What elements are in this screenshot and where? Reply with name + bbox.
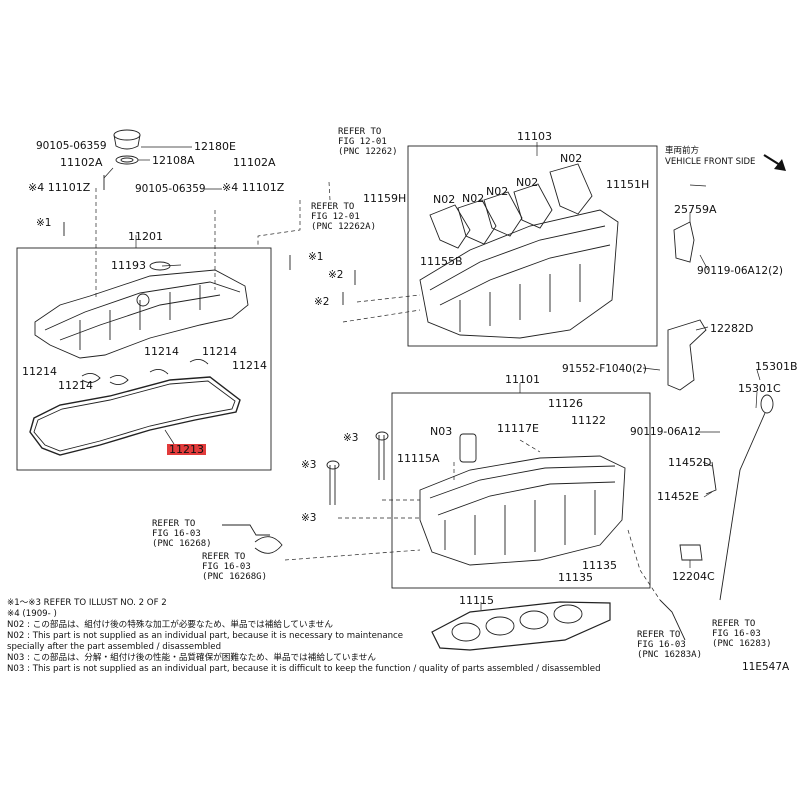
label-n02-d: N02 xyxy=(462,192,485,205)
part-label-11102a-right: 11102A xyxy=(233,156,276,169)
cylinder-head-gasket xyxy=(431,601,611,651)
note-line-2: ※4 (1909- ) xyxy=(7,609,57,619)
oil-filler-cap xyxy=(113,129,141,165)
label-n03: N03 xyxy=(430,425,453,438)
cover-gasket-inner xyxy=(33,380,236,452)
part-label-25759a: 25759A xyxy=(674,203,717,216)
part-label-15301b: 15301B xyxy=(755,360,798,373)
part-label-91552-f1040-2: 91552-F1040(2) xyxy=(562,363,647,375)
part-label-11135: 11135 xyxy=(558,571,593,584)
part-label-11159h: 11159H xyxy=(363,192,407,205)
label-n02-b: N02 xyxy=(516,176,539,189)
marker-x3-b: ※3 xyxy=(301,459,317,471)
label-n02-e: N02 xyxy=(433,193,456,206)
part-label-11214-c: 11214 xyxy=(232,359,267,372)
part-label-12204c: 12204C xyxy=(672,570,715,583)
part-label-11101z-left: ※4 11101Z xyxy=(28,181,91,194)
refer-fig-16-03-pnc-16283: REFER TO FIG 16-03 (PNC 16283) xyxy=(712,619,772,649)
refer-fig-16-03-pnc-16283a: REFER TO FIG 16-03 (PNC 16283A) xyxy=(637,630,703,660)
refer-fig-16-03-pnc-16268: REFER TO FIG 16-03 (PNC 16268) xyxy=(152,519,212,549)
part-label-11102a-left: 11102A xyxy=(60,156,103,169)
note-line-4: N02 : This part is not supplied as an in… xyxy=(7,631,404,641)
part-label-11213-highlighted[interactable]: 11213 xyxy=(167,443,206,456)
front-side-label-jp: 車両前方 xyxy=(665,146,700,156)
part-label-11214-d: 11214 xyxy=(22,365,57,378)
part-label-12180e: 12180E xyxy=(194,140,236,153)
note-line-7: N03 : This part is not supplied as an in… xyxy=(7,664,601,674)
pipe-fitting-16268 xyxy=(222,524,270,536)
part-label-90105-06359-a: 90105-06359 xyxy=(36,140,107,152)
gasket-16268g xyxy=(254,536,283,554)
label-n02-c: N02 xyxy=(486,185,509,198)
part-label-90119-06a12: 90119-06A12 xyxy=(630,426,702,438)
cylinder-head xyxy=(419,455,626,566)
cylinder-head-frame xyxy=(391,392,651,589)
camshaft-housing xyxy=(419,163,619,339)
cylinder-head-cover xyxy=(34,261,249,359)
cover-gasket xyxy=(29,376,241,456)
part-label-11101: 11101 xyxy=(505,373,540,386)
part-label-11135-b: 11135 xyxy=(582,559,617,572)
part-label-11155b: 11155B xyxy=(420,255,463,268)
part-label-12108a: 12108A xyxy=(152,154,195,167)
part-label-12282d: 12282D xyxy=(710,322,754,335)
part-label-11452d: 11452D xyxy=(668,456,712,469)
part-label-90105-06359-b: 90105-06359 xyxy=(135,183,206,195)
part-label-11103: 11103 xyxy=(517,130,552,143)
leader-lines xyxy=(103,142,761,610)
refer-fig-12-01-pnc-12262: REFER TO FIG 12-01 (PNC 12262) xyxy=(338,127,398,157)
marker-x2-a: ※2 xyxy=(328,269,344,281)
note-line-6: N03 : この部品は、分解・組付け後の性能・品質確保が困難なため、単品では補給… xyxy=(7,653,376,663)
pipe-fitting-16283a xyxy=(659,599,686,641)
part-label-15301c: 15301C xyxy=(738,382,781,395)
figure-code: 11E547A xyxy=(742,661,790,673)
part-label-11122: 11122 xyxy=(571,414,606,427)
note-line-5: specially after the part assembled / dis… xyxy=(7,642,222,652)
label-n02-a: N02 xyxy=(560,152,583,165)
marker-x1-b: ※1 xyxy=(308,251,324,263)
part-label-11214-b: 11214 xyxy=(202,345,237,358)
part-label-11214-a: 11214 xyxy=(144,345,179,358)
marker-x1-a: ※1 xyxy=(36,217,52,229)
bolts xyxy=(63,175,389,505)
front-side-label-en: VEHICLE FRONT SIDE xyxy=(665,157,756,167)
injector-12204c xyxy=(679,544,703,561)
cover-group-frame xyxy=(16,247,272,471)
part-label-11101z-right: ※4 11101Z xyxy=(222,181,285,194)
note-line-1: ※1～※3 REFER TO ILLUST NO. 2 OF 2 xyxy=(7,598,167,608)
refer-fig-16-03-pnc-16268g: REFER TO FIG 16-03 (PNC 16268G) xyxy=(202,552,268,582)
note-line-3: N02 : この部品は、組付け後の特殊な加工が必要なため、単品では補給していませ… xyxy=(7,620,333,630)
bracket-12282d xyxy=(667,319,707,391)
part-label-11115: 11115 xyxy=(459,594,494,607)
marker-x3-a: ※3 xyxy=(343,432,359,444)
part-label-11126: 11126 xyxy=(548,397,583,410)
part-label-11151h: 11151H xyxy=(606,178,650,191)
part-label-11193: 11193 xyxy=(111,259,146,272)
marker-x2-b: ※2 xyxy=(314,296,330,308)
camshaft-housing-frame xyxy=(407,145,658,347)
marker-x3-c: ※3 xyxy=(301,512,317,524)
part-label-11201: 11201 xyxy=(128,230,163,243)
seal-parts xyxy=(81,359,209,385)
part-label-90119-06a12-2: 90119-06A12(2) xyxy=(697,265,783,277)
part-label-11115a: 11115A xyxy=(397,452,440,465)
refer-fig-12-01-pnc-12262a: REFER TO FIG 12-01 (PNC 12262A) xyxy=(311,202,377,232)
dipstick xyxy=(705,394,774,601)
bracket-25759a xyxy=(673,221,695,263)
dowel-n03 xyxy=(459,433,477,463)
part-label-11452e: 11452E xyxy=(657,490,699,503)
dashed-leader-lines xyxy=(95,181,661,601)
part-label-11214-e: 11214 xyxy=(58,379,93,392)
front-direction-arrow-icon xyxy=(763,154,786,171)
part-label-11117e: 11117E xyxy=(497,422,539,435)
